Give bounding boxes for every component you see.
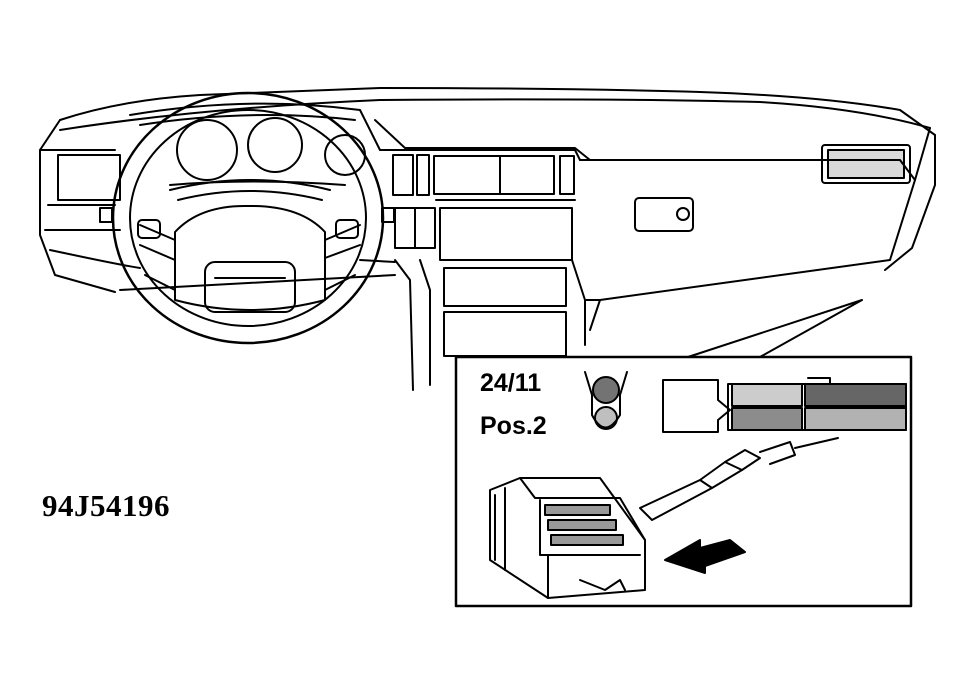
wire-cross-section-icon — [584, 371, 628, 430]
connector-inset — [454, 355, 913, 608]
steering-wheel — [99, 91, 395, 345]
dashboard-illustration — [39, 87, 936, 391]
connector-label: 24/11 — [480, 369, 542, 397]
connector-housing-icon — [489, 477, 646, 599]
position-label: Pos.2 — [480, 412, 547, 440]
connector-side-view-icon — [662, 377, 907, 433]
reference-code: 94J54196 — [42, 488, 170, 523]
instrument-cluster — [169, 117, 366, 186]
insertion-arrow-icon — [664, 539, 746, 574]
terminal-pin-icon — [639, 437, 839, 521]
leader-line — [687, 299, 863, 358]
